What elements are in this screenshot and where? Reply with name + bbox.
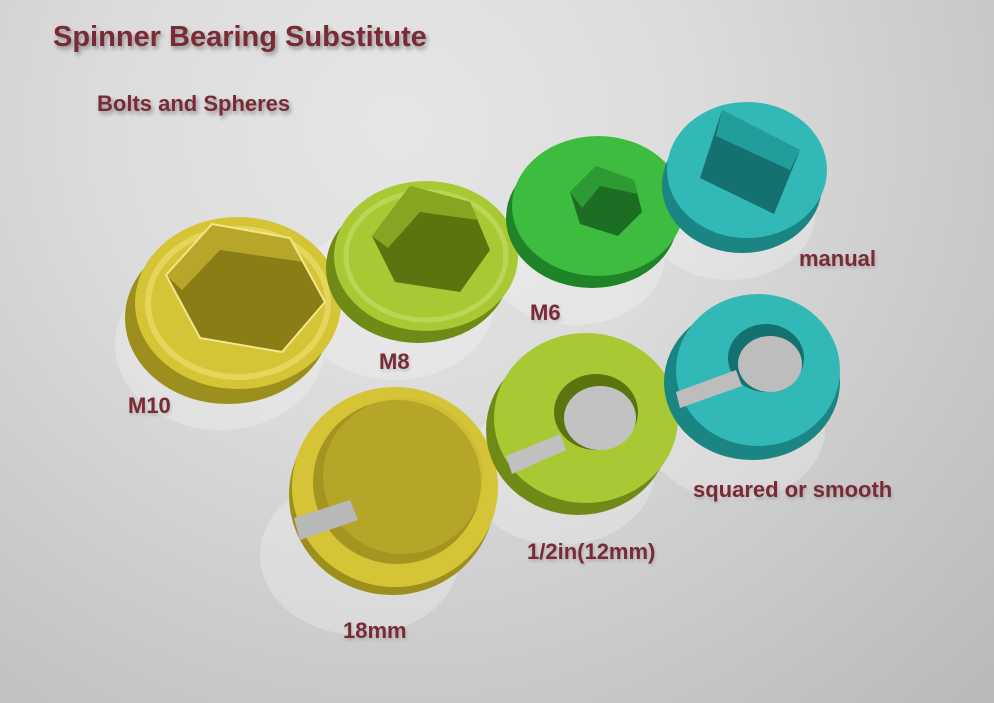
label-half-inch: 1/2in(12mm)	[527, 539, 656, 564]
label-m10: M10	[128, 393, 171, 418]
ring-half-inch	[486, 333, 678, 515]
ring-18mm	[289, 387, 498, 595]
page-subtitle: Bolts and Spheres	[97, 91, 291, 116]
ring-m10	[125, 217, 341, 404]
ring-manual	[662, 102, 827, 253]
ring-m8	[326, 181, 518, 343]
label-m8: M8	[379, 349, 410, 374]
ring-squared-smooth	[664, 294, 840, 460]
label-m6: M6	[530, 300, 561, 325]
page-title: Spinner Bearing Substitute	[53, 21, 427, 53]
label-18mm: 18mm	[343, 618, 407, 643]
label-manual: manual	[799, 246, 877, 271]
ring-m6	[506, 136, 684, 288]
label-squared-or-smooth: squared or smooth	[693, 477, 893, 502]
